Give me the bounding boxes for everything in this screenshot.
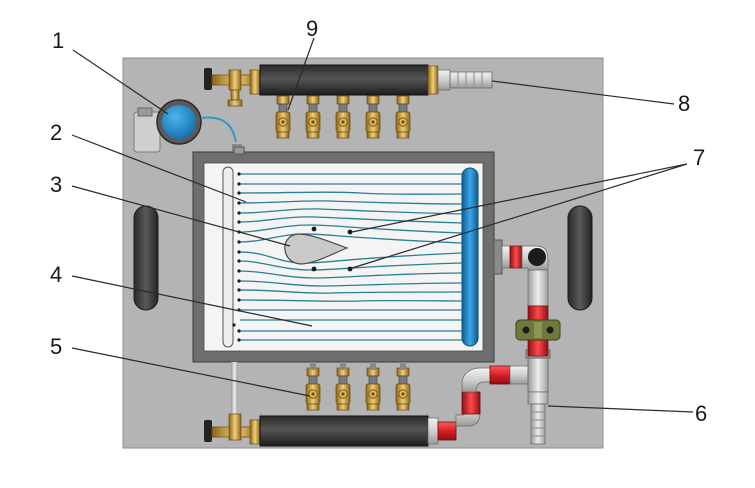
right-collector-tube xyxy=(461,167,479,347)
pressure-tap xyxy=(347,229,353,235)
valve-stems xyxy=(310,362,406,370)
callout-3: 3 xyxy=(50,172,62,197)
dye-injection-points xyxy=(232,172,241,342)
callout-7: 7 xyxy=(693,145,705,170)
callout-1: 1 xyxy=(52,28,64,53)
callout-8: 8 xyxy=(678,91,690,116)
leader-lines xyxy=(71,37,694,413)
left-handle xyxy=(133,205,159,311)
top-connector xyxy=(233,146,245,155)
model-pressure-tap xyxy=(311,226,317,232)
callout-labels: 1 2 3 4 5 6 7 8 9 xyxy=(50,16,707,426)
return-piping xyxy=(493,239,549,357)
inlet-hose-fitting xyxy=(449,71,493,89)
callout-4: 4 xyxy=(50,262,62,287)
bleed-pipe xyxy=(231,362,238,414)
pressure-gauge xyxy=(133,99,242,153)
top-manifold xyxy=(204,64,451,107)
callout-9: 9 xyxy=(306,16,318,41)
drain-hose-fitting xyxy=(527,391,549,445)
model-pressure-tap xyxy=(311,266,317,272)
bottom-manifold xyxy=(204,413,457,447)
drain-piping xyxy=(455,349,551,427)
right-handle xyxy=(567,205,593,311)
callout-6: 6 xyxy=(695,401,707,426)
airfoil-model xyxy=(284,233,349,265)
callout-5: 5 xyxy=(50,334,62,359)
pressure-tap xyxy=(347,266,353,272)
flow-sensor-clamp xyxy=(515,319,561,341)
left-distributor-tube xyxy=(222,166,234,348)
callout-2: 2 xyxy=(50,120,62,145)
streamlines xyxy=(239,173,463,341)
flow-channel xyxy=(203,162,484,352)
